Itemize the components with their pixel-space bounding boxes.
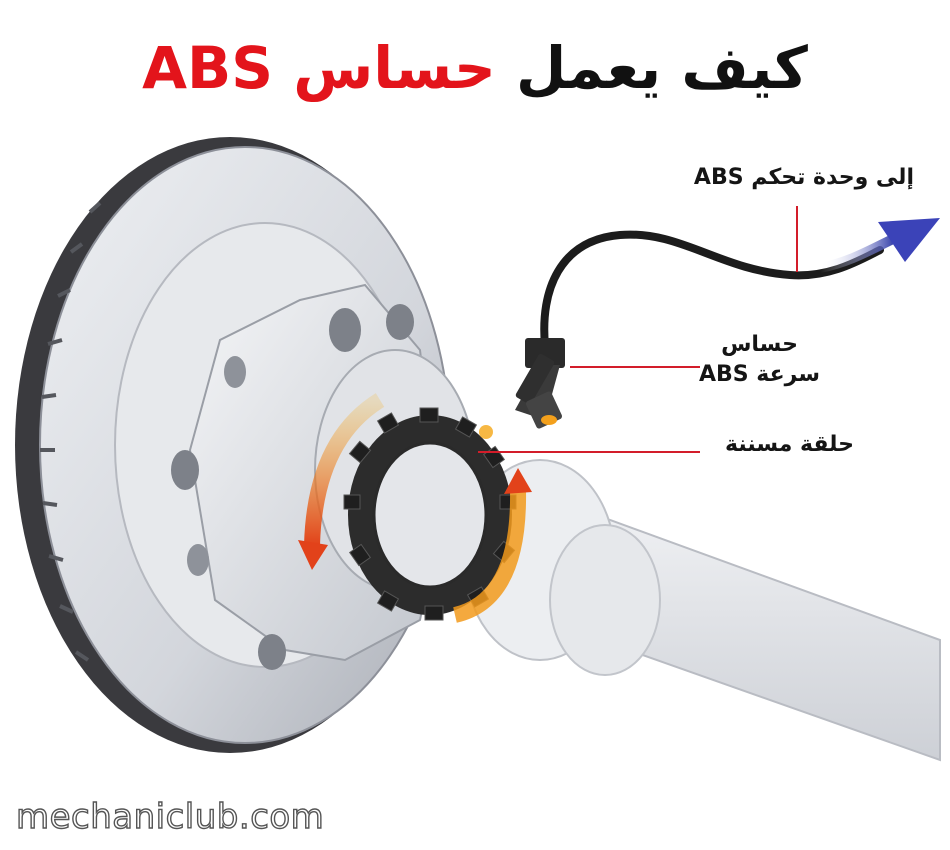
title-highlight: حساس ABS xyxy=(142,34,496,102)
toothed-ring xyxy=(343,407,517,621)
leader-lines xyxy=(478,206,798,453)
label-to-control-unit: إلى وحدة تحكم ABS xyxy=(693,165,914,190)
abs-speed-sensor xyxy=(479,218,940,439)
title-prefix: كيف يعمل xyxy=(516,34,808,102)
arrow-to-control-unit-icon xyxy=(878,218,940,262)
rotation-arrows xyxy=(298,393,532,623)
label-speed-sensor-line2: سرعة ABS xyxy=(699,362,820,387)
label-speed-sensor: حساس سرعة ABS xyxy=(699,330,820,390)
drive-shaft xyxy=(464,458,941,762)
page-title: كيف يعمل حساس ABS xyxy=(0,28,950,108)
watermark: mechaniclub.com xyxy=(15,796,325,837)
label-toothed-ring: حلقة مسننة xyxy=(725,432,854,457)
label-speed-sensor-line1: حساس xyxy=(721,332,798,357)
